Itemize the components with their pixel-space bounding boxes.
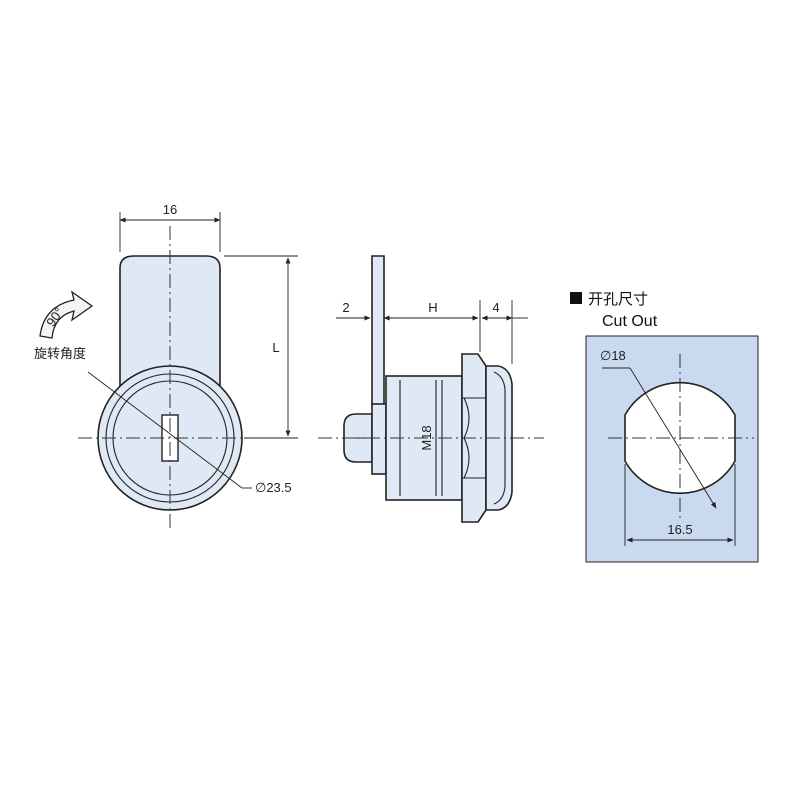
cutout-title-cn: 开孔尺寸 bbox=[588, 290, 648, 308]
cutout-title-en: Cut Out bbox=[602, 313, 658, 330]
cutout-section: 开孔尺寸 Cut Out ∅18 16.5 bbox=[570, 290, 759, 563]
height-label: H bbox=[428, 300, 437, 315]
nut-label: 4 bbox=[492, 300, 499, 315]
cutout-width-label: 16.5 bbox=[667, 522, 692, 537]
front-view: 16 L ∅23.5 90° 旋转角度 bbox=[34, 202, 298, 530]
rotation-caption: 旋转角度 bbox=[34, 346, 86, 362]
cutout-title-bullet bbox=[570, 292, 582, 304]
cam-plate bbox=[371, 255, 385, 406]
front-width-label: 16 bbox=[163, 202, 177, 217]
cam-offset-label: 2 bbox=[342, 300, 349, 315]
front-length-label: L bbox=[272, 340, 279, 355]
rotation-arrow-icon bbox=[39, 290, 94, 339]
collar bbox=[371, 403, 387, 475]
thread-label: M18 bbox=[419, 425, 434, 450]
side-view: M18 2 H 4 bbox=[318, 255, 544, 523]
cutout-diameter-label: ∅18 bbox=[600, 348, 626, 363]
front-diameter-label: ∅23.5 bbox=[255, 480, 292, 495]
